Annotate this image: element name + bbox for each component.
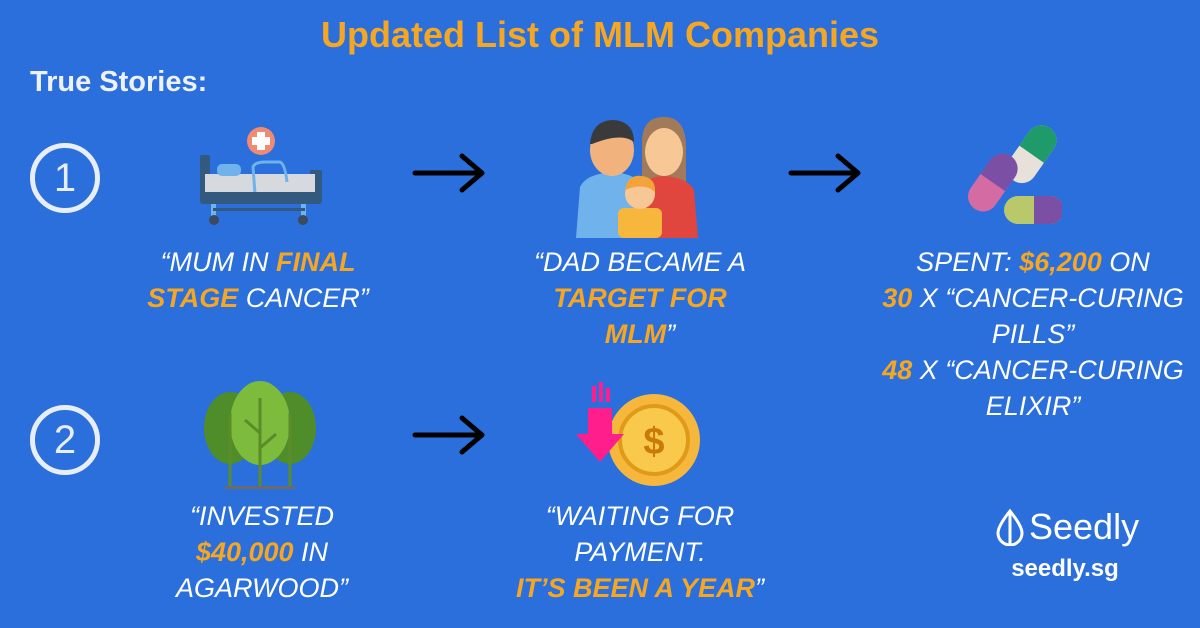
arrow-right-icon bbox=[788, 153, 861, 193]
quote-line: 48 X “CANCER-CURING bbox=[843, 352, 1200, 388]
highlighted-text: STAGE bbox=[147, 283, 239, 313]
quote-text: PILLS” bbox=[991, 319, 1075, 349]
seed-icon bbox=[996, 508, 1024, 546]
highlighted-text: $6,200 bbox=[1019, 247, 1102, 277]
quote-line: “DAD BECAME A bbox=[450, 244, 830, 280]
brand-name: Seedly bbox=[1029, 506, 1140, 547]
quote-line: SPENT: $6,200 ON bbox=[843, 244, 1200, 280]
quote-line: IT’S BEEN A YEAR” bbox=[450, 570, 830, 606]
highlighted-text: 30 bbox=[882, 283, 913, 313]
quote-text: X “CANCER-CURING bbox=[912, 355, 1184, 385]
quote-text: ELIXIR” bbox=[985, 391, 1081, 421]
quote-line: 30 X “CANCER-CURING bbox=[843, 280, 1200, 316]
hospital-bed-icon bbox=[200, 127, 322, 225]
pills-icon bbox=[968, 125, 1062, 224]
seedly-logo: Seedly bbox=[995, 506, 1139, 548]
arrow-right-icon bbox=[412, 153, 485, 193]
highlighted-text: 48 bbox=[882, 355, 913, 385]
quote-text: X “CANCER-CURING bbox=[912, 283, 1184, 313]
quote-text: PAYMENT. bbox=[574, 537, 706, 567]
money-decline-icon: $ bbox=[576, 382, 700, 486]
quote-line: “INVESTED bbox=[72, 498, 452, 534]
quote-text: “WAITING FOR bbox=[545, 501, 735, 531]
quote-line: “MUM IN FINAL bbox=[68, 244, 448, 280]
quote-text: “MUM IN bbox=[160, 247, 276, 277]
story-number-2: 2 bbox=[30, 405, 100, 475]
quote-text: ” bbox=[755, 573, 765, 603]
quote-text: IN bbox=[293, 537, 329, 567]
svg-text:$: $ bbox=[643, 421, 664, 463]
quote-line: STAGE CANCER” bbox=[68, 280, 448, 316]
highlighted-text: $40,000 bbox=[195, 537, 294, 567]
arrow-right-icon bbox=[412, 415, 485, 455]
quote-text: ON bbox=[1101, 247, 1150, 277]
story-number-1: 1 bbox=[30, 143, 100, 213]
highlighted-text: FINAL bbox=[276, 247, 356, 277]
quote-line: $40,000 IN bbox=[72, 534, 452, 570]
quote-line: PILLS” bbox=[843, 316, 1200, 352]
family-icon bbox=[576, 117, 698, 238]
quote-text: “INVESTED bbox=[189, 501, 335, 531]
brand-site: seedly.sg bbox=[1011, 555, 1119, 582]
quote-text: AGARWOOD” bbox=[175, 573, 348, 603]
highlighted-text: MLM bbox=[604, 319, 667, 349]
quote-line: TARGET FOR bbox=[450, 280, 830, 316]
highlighted-text: TARGET FOR bbox=[553, 283, 727, 313]
agarwood-trees-icon bbox=[204, 381, 316, 489]
highlighted-text: IT’S BEEN A YEAR bbox=[515, 573, 756, 603]
quote-text: ” bbox=[666, 319, 676, 349]
quote-text: SPENT: bbox=[916, 247, 1020, 277]
quote-text: CANCER” bbox=[238, 283, 369, 313]
quote-line: ELIXIR” bbox=[843, 388, 1200, 424]
page-title: Updated List of MLM Companies bbox=[321, 14, 879, 55]
quote-line: PAYMENT. bbox=[450, 534, 830, 570]
quote-line: “WAITING FOR bbox=[450, 498, 830, 534]
quote-text: “DAD BECAME A bbox=[533, 247, 747, 277]
quote-line: MLM” bbox=[450, 316, 830, 352]
quote-line: AGARWOOD” bbox=[72, 570, 452, 606]
section-subtitle: True Stories: bbox=[30, 66, 208, 98]
